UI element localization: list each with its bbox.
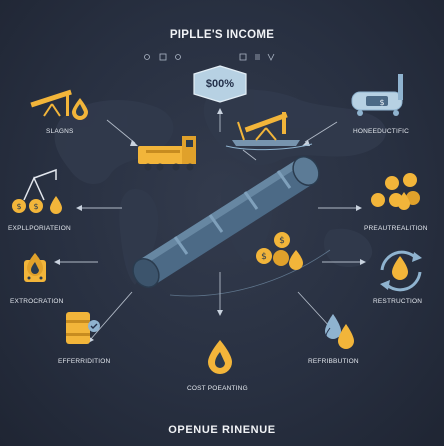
dollar-sign-icon: $ [379, 98, 384, 107]
pumpjack-oil-drop-icon [30, 89, 88, 120]
location-icon [144, 54, 150, 60]
oil-derrick-coins-icon [12, 168, 62, 214]
recycle-oil-drop-icon [380, 250, 422, 292]
label-top-left: SLAGNS [46, 128, 74, 135]
label-bottom-left: EFFERRIDITION [58, 358, 111, 365]
oil-drops-icon [325, 314, 354, 349]
svg-text:$: $ [279, 236, 285, 246]
label-top-right: HONEEDUCTIFIC [353, 128, 410, 135]
connector-lines [58, 112, 362, 341]
oil-tanker-truck-icon [138, 136, 196, 171]
oil-drum-check-icon [66, 312, 100, 344]
gear-icon [175, 54, 181, 60]
label-bottom-right: REFRIBBUTION [308, 358, 359, 365]
svg-text:$: $ [261, 252, 267, 262]
oil-barrel-drop-icon [24, 253, 46, 282]
label-right-lower: RESTRUCTION [373, 298, 423, 305]
label-mid-right: PREAUTREALITION [364, 225, 428, 232]
dollar-coins-oil-drop-icon [256, 232, 303, 270]
chevron-icon [267, 53, 275, 61]
oil-tank-truck-icon [351, 74, 403, 116]
coin-stack-icon [371, 173, 420, 210]
oil-pumpjack-icon [225, 112, 313, 151]
label-bottom-center: COST POEANTING [187, 385, 248, 392]
card-icon [239, 53, 247, 61]
center-badge-value: $00% [205, 78, 235, 90]
label-mid-left: EXPLLPORIATEION [8, 225, 71, 232]
menu-icon [255, 54, 260, 60]
square-icon [159, 53, 167, 61]
top-icon-strip [144, 53, 275, 61]
center-badge [193, 65, 247, 103]
oil-drop-icon [208, 340, 232, 374]
diagram-footer: OPENUE RINENUE [168, 424, 276, 436]
label-left-lower: EXTROCRATION [10, 298, 64, 305]
svg-text:$: $ [33, 202, 38, 211]
diagram-title: PIPLLE'S INCOME [169, 29, 275, 41]
svg-text:$: $ [16, 202, 21, 211]
pipeline-icon [132, 156, 331, 297]
